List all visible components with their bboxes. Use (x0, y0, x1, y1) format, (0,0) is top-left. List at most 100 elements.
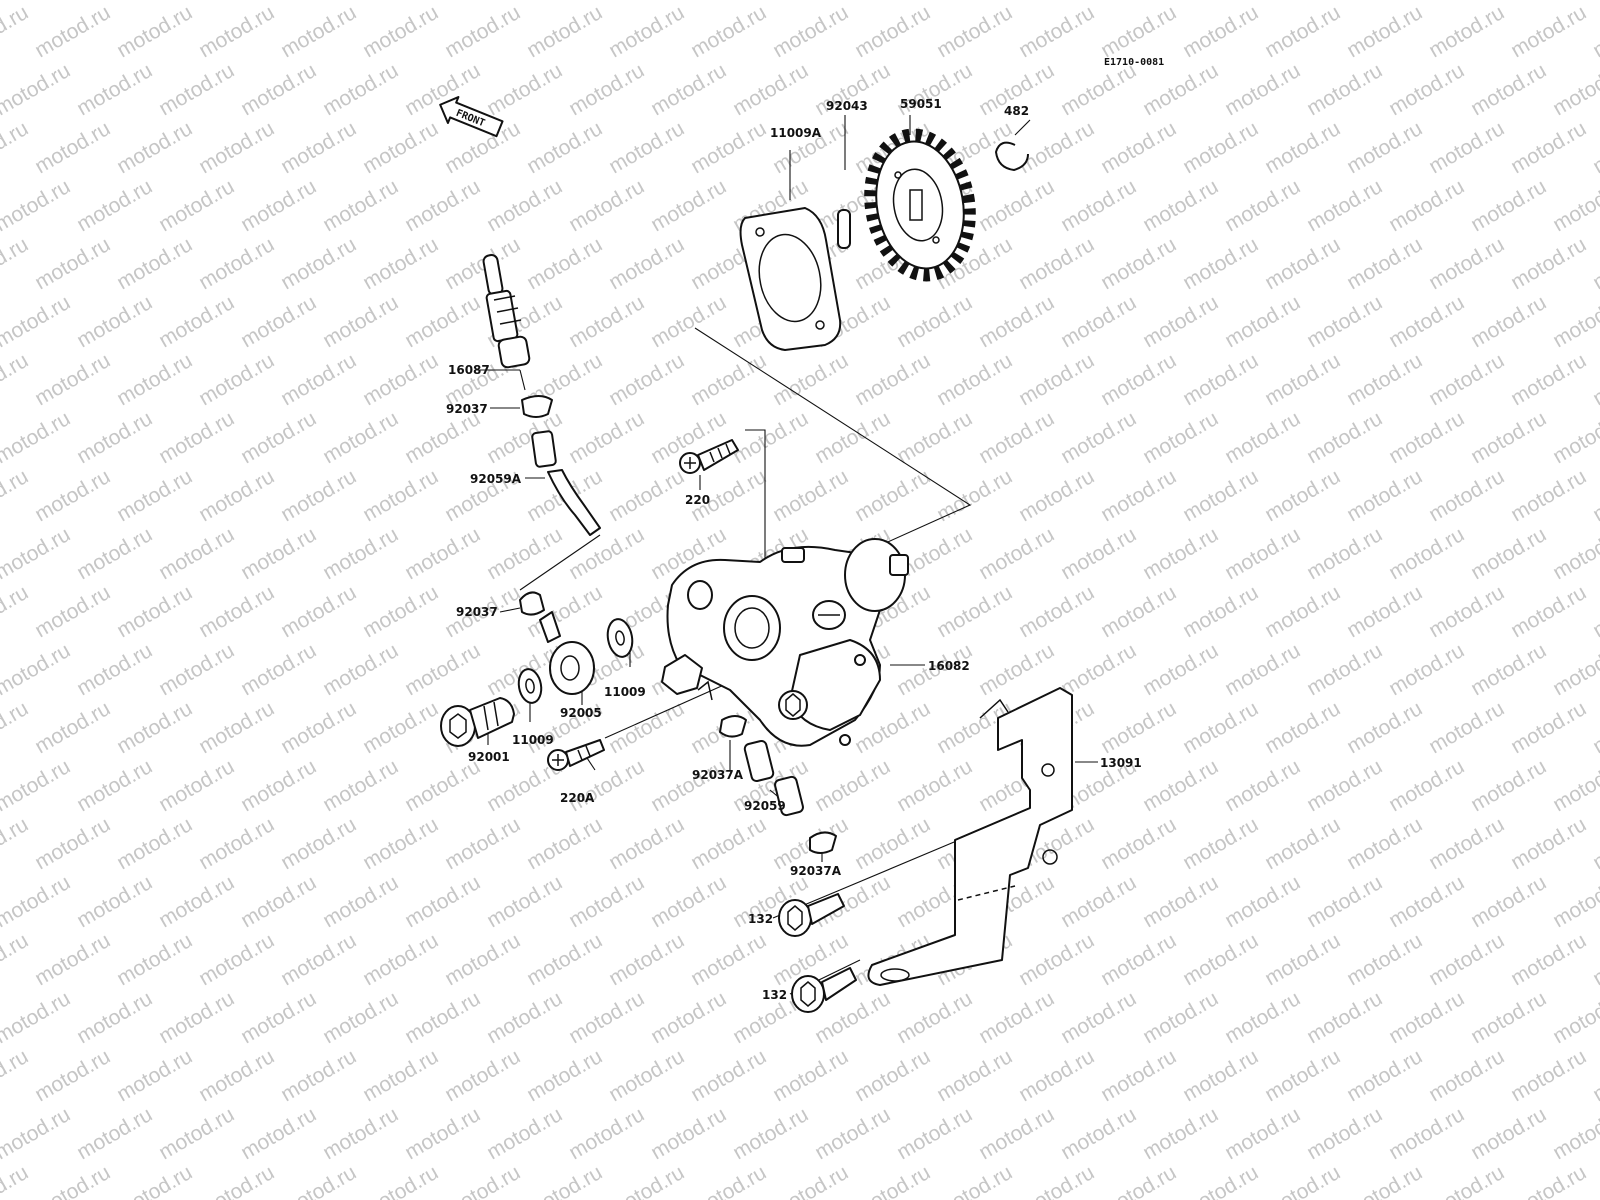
watermark-text: motod.ru (359, 1, 442, 62)
banjo-bolt-part[interactable] (440, 697, 515, 747)
watermark-text: motod.ru (0, 1161, 32, 1200)
watermark-text: motod.ru (687, 1161, 770, 1200)
watermark-text: motod.ru (1589, 1, 1600, 62)
watermark-text: motod.ru (237, 175, 320, 236)
watermark-text: motod.ru (1385, 291, 1468, 352)
watermark-text: motod.ru (893, 59, 976, 120)
watermark-text: motod.ru (1507, 581, 1590, 642)
watermark-text: motod.ru (0, 0, 74, 4)
watermark-text: motod.ru (1097, 929, 1180, 990)
washer-part-main[interactable] (605, 617, 635, 659)
watermark-text: motod.ru (359, 465, 442, 526)
watermark-text: motod.ru (1343, 1, 1426, 62)
watermark-text: motod.ru (1303, 1103, 1386, 1164)
watermark-text: motod.ru (0, 59, 74, 120)
watermark-text: motod.ru (277, 929, 360, 990)
watermark-text: motod.ru (729, 1103, 812, 1164)
washer-part-bolt[interactable] (516, 667, 544, 704)
watermark-text: motod.ru (277, 233, 360, 294)
clamp-part-upper[interactable] (521, 395, 553, 418)
watermark-text: motod.ru (1221, 175, 1304, 236)
watermark-text: motod.ru (565, 1103, 648, 1164)
watermark-text: motod.ru (1221, 407, 1304, 468)
label-banjo: 92005 (560, 706, 602, 720)
pin-part[interactable] (837, 209, 851, 249)
watermark-text: motod.ru (195, 813, 278, 874)
watermark-text: motod.ru (1589, 1045, 1600, 1106)
watermark-text: motod.ru (195, 1, 278, 62)
watermark-text: motod.ru (605, 1045, 688, 1106)
watermark-text: motod.ru (0, 465, 32, 526)
hose-fitting-part[interactable] (482, 254, 531, 369)
cover-part[interactable] (867, 687, 1073, 986)
label-pump: 16082 (928, 659, 970, 673)
oil-pump-part[interactable] (661, 538, 909, 747)
watermark-text: motod.ru (933, 1045, 1016, 1106)
watermark-text: motod.ru (483, 987, 566, 1048)
watermark-text: motod.ru (1589, 465, 1600, 526)
watermark-text: motod.ru (73, 871, 156, 932)
watermark-text: motod.ru (155, 871, 238, 932)
watermark-text: motod.ru (401, 0, 484, 4)
screw-part[interactable] (679, 439, 739, 474)
watermark-text: motod.ru (1015, 581, 1098, 642)
watermark-text: motod.ru (0, 987, 74, 1048)
watermark-text: motod.ru (1303, 175, 1386, 236)
watermark-text: motod.ru (933, 465, 1016, 526)
watermark-text: motod.ru (811, 1103, 894, 1164)
watermark-text: motod.ru (1549, 407, 1600, 468)
hose-a-part[interactable] (531, 430, 601, 536)
watermark-text: motod.ru (483, 523, 566, 584)
clamp-a-part-upper[interactable] (697, 680, 747, 738)
hose-part[interactable] (743, 739, 804, 817)
watermark-text: motod.ru (893, 755, 976, 816)
watermark-text: motod.ru (73, 639, 156, 700)
watermark-text: motod.ru (1097, 233, 1180, 294)
watermark-text: motod.ru (1221, 1103, 1304, 1164)
watermark-text: motod.ru (401, 871, 484, 932)
watermark-text: motod.ru (605, 233, 688, 294)
watermark-text: motod.ru (1425, 349, 1508, 410)
watermark-text: motod.ru (319, 1103, 402, 1164)
watermark-text: motod.ru (1343, 117, 1426, 178)
label-pin: 92043 (826, 99, 868, 113)
watermark-text: motod.ru (851, 1, 934, 62)
watermark-text: motod.ru (1549, 291, 1600, 352)
watermark-text: motod.ru (319, 987, 402, 1048)
watermark-text: motod.ru (565, 291, 648, 352)
watermark-text: motod.ru (0, 929, 32, 990)
label-hose-a: 92059A (470, 472, 522, 486)
watermark-text: motod.ru (605, 1, 688, 62)
watermark-text: motod.ru (359, 233, 442, 294)
flange-bolt-part-2[interactable] (791, 967, 857, 1013)
circlip-part[interactable] (995, 141, 1029, 171)
watermark-text: motod.ru (893, 407, 976, 468)
watermark-text: motod.ru (1385, 987, 1468, 1048)
watermark-text: motod.ru (1425, 117, 1508, 178)
banjo-part[interactable] (539, 611, 595, 695)
watermark-text: motod.ru (0, 871, 74, 932)
clamp-part-lower[interactable] (519, 591, 545, 616)
watermark-text: motod.ru (1343, 581, 1426, 642)
watermark-text: motod.ru (1097, 1161, 1180, 1200)
watermark-text: motod.ru (1261, 465, 1344, 526)
watermark-text: motod.ru (1015, 465, 1098, 526)
watermark-text: motod.ru (1343, 1161, 1426, 1200)
watermark-text: motod.ru (1057, 871, 1140, 932)
watermark-text: motod.ru (1179, 1045, 1262, 1106)
watermark-text: motod.ru (1261, 117, 1344, 178)
watermark-text: motod.ru (1385, 523, 1468, 584)
label-washer-main: 11009 (604, 685, 646, 699)
gasket-part[interactable] (739, 207, 842, 351)
watermark-text: motod.ru (155, 0, 238, 4)
watermark-text: motod.ru (1467, 59, 1550, 120)
clamp-a-part-lower[interactable] (809, 831, 837, 854)
watermark-text: motod.ru (1139, 639, 1222, 700)
flange-bolt-part-1[interactable] (778, 893, 845, 937)
gear-part[interactable] (861, 128, 980, 283)
watermark-text: motod.ru (0, 117, 32, 178)
watermark-text: motod.ru (277, 813, 360, 874)
screw-a-part[interactable] (547, 739, 605, 771)
watermark-text: motod.ru (687, 349, 770, 410)
watermark-text: motod.ru (237, 871, 320, 932)
